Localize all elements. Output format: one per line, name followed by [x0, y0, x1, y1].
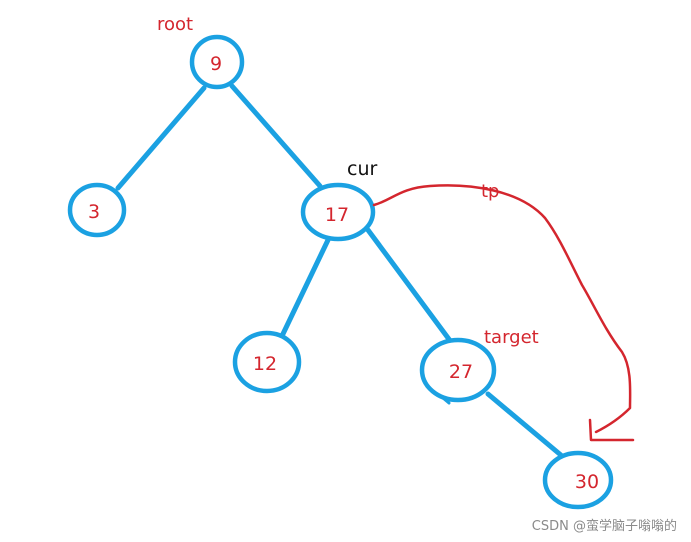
tree-node: 3: [67, 182, 127, 238]
edge-17-27: [365, 227, 457, 349]
node-value: 17: [325, 204, 349, 226]
tree-node: 12: [232, 330, 302, 394]
tree-node: 30: [542, 450, 614, 510]
tp-label: tp: [481, 181, 499, 202]
tp-arrow: [372, 184, 632, 434]
tree-node: 17: [300, 182, 376, 242]
tree-node: 27: [419, 337, 497, 403]
node-value: 27: [449, 361, 473, 383]
watermark-text: CSDN @蛮学脑子嗡嗡的: [531, 519, 677, 534]
node-value: 12: [253, 353, 277, 375]
target-label: target: [484, 327, 539, 348]
edge-9-17: [229, 83, 323, 189]
edge-27-30: [485, 391, 565, 459]
edge-17-12: [279, 237, 331, 339]
root-label: root: [157, 14, 193, 35]
node-value: 30: [575, 471, 599, 493]
edge-stub: [441, 396, 451, 405]
node-value: 9: [210, 53, 222, 75]
tp-arrow-head: [588, 418, 635, 442]
node-value: 3: [88, 201, 100, 223]
tree-node: 9: [189, 34, 245, 90]
edge-9-3: [115, 85, 207, 191]
cur-label: cur: [347, 158, 377, 180]
